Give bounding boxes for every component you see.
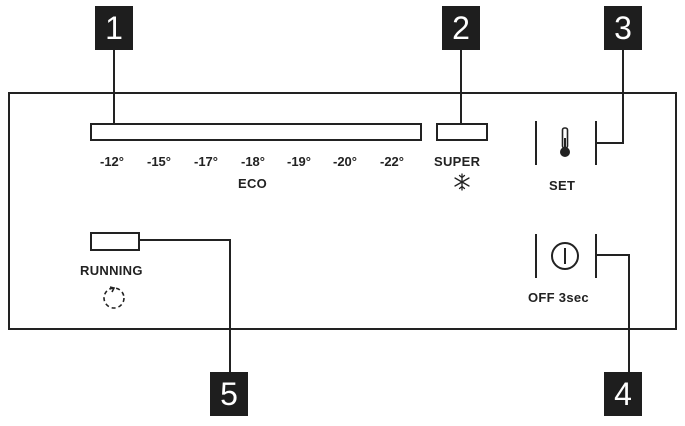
eco-label: ECO — [238, 176, 268, 191]
temp-tick: -20° — [333, 154, 357, 169]
callout-4-line — [597, 254, 630, 372]
temp-tick: -18° — [241, 154, 265, 169]
set-label: SET — [549, 178, 576, 193]
off-label: OFF 3sec — [528, 290, 589, 305]
temp-tick: -19° — [287, 154, 311, 169]
power-icon[interactable] — [549, 240, 581, 272]
callout-5: 5 — [210, 372, 248, 416]
temp-tick: -22° — [380, 154, 404, 169]
running-indicator — [90, 232, 140, 251]
snowflake-icon — [454, 173, 470, 191]
callout-1: 1 — [95, 6, 133, 50]
running-label: RUNNING — [80, 263, 143, 278]
temp-tick: -15° — [147, 154, 171, 169]
super-label: SUPER — [434, 154, 481, 169]
control-panel — [8, 92, 677, 330]
set-button-left-edge — [535, 121, 537, 165]
set-button-right-edge — [595, 121, 597, 165]
temp-tick: -17° — [194, 154, 218, 169]
power-button-left-edge — [535, 234, 537, 278]
thermometer-icon[interactable] — [557, 126, 573, 160]
callout-2: 2 — [442, 6, 480, 50]
temp-tick: -12° — [100, 154, 124, 169]
power-button-right-edge — [595, 234, 597, 278]
temperature-indicator-bar — [90, 123, 422, 141]
callout-3: 3 — [604, 6, 642, 50]
running-circle-icon — [103, 286, 125, 309]
callout-3-line — [597, 50, 624, 144]
super-indicator — [436, 123, 488, 141]
callout-4: 4 — [604, 372, 642, 416]
